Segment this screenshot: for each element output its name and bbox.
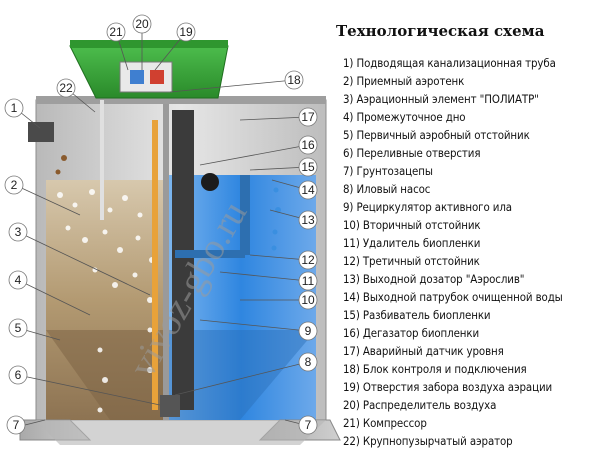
callout-20: 20 [135,17,149,31]
legend-item: 15) Разбиватель биопленки [343,308,491,322]
legend-item: 8) Иловый насос [343,182,431,196]
callout-15: 15 [301,160,315,174]
legend-item: 5) Первичный аэробный отстойник [343,128,530,142]
legend-item: 12) Третичный отстойник [343,254,480,268]
callout-6: 6 [15,368,22,382]
aeration-bubbles [57,189,155,413]
legend-item: 11) Удалитель биопленки [343,236,481,250]
legend-item: 14) Выходной патрубок очищенной воды [343,290,563,304]
callout-19: 19 [179,25,193,39]
legend-item: 17) Аварийный датчик уровня [343,344,504,358]
legend-item: 1) Подводящая канализационная труба [343,56,556,70]
legend-item: 13) Выходной дозатор "Аэрослив" [343,272,525,286]
legend-item: 18) Блок контроля и подключения [343,362,527,376]
callout-11: 11 [302,274,315,288]
callout-labels: 1 2 3 4 5 6 7 7 8 9 10 11 12 13 14 15 16… [11,17,315,432]
internal-pipes [100,100,250,417]
legend-item: 9) Рециркулятор активного ила [343,200,512,214]
callout-3: 3 [15,225,22,239]
legend-item: 7) Грунтозацепы [343,164,433,178]
callout-8: 8 [305,355,312,369]
callouts [14,24,309,426]
ground-anchors [19,419,341,445]
legend-item: 16) Дегазатор биопленки [343,326,480,340]
callout-7a: 7 [13,418,20,432]
callout-circles [4,14,318,435]
legend-item: 2) Приемный аэротенк [343,74,465,88]
legend-item: 22) Крупнопузырчатый аэратор [343,434,513,448]
inlet-pipe [28,122,67,175]
legend-item: 19) Отверстия забора воздуха аэрации [343,380,553,394]
legend-item: 3) Аэрационный элемент "ПОЛИАТР" [343,92,539,106]
green-lid [69,40,229,99]
callout-7b: 7 [305,418,312,432]
legend-item: 10) Вторичный отстойник [343,218,481,232]
callout-2: 2 [11,178,18,192]
legend-item: 20) Распределитель воздуха [343,398,497,412]
legend-item: 21) Компрессор [343,416,427,430]
partition-wall [163,104,169,420]
callout-1: 1 [11,101,18,115]
legend-item: 4) Промежуточное дно [343,110,466,124]
callout-14: 14 [301,183,315,197]
legend-item: 6) Переливные отверстия [343,146,481,160]
callout-16: 16 [301,138,315,152]
callout-17: 17 [301,110,315,124]
callout-21: 21 [109,25,123,39]
callout-10: 10 [301,293,315,307]
callout-5: 5 [15,321,22,335]
callout-22: 22 [59,81,73,95]
callout-18: 18 [287,73,301,87]
callout-4: 4 [15,273,22,287]
callout-9: 9 [305,324,312,338]
callout-12: 12 [301,253,315,267]
callout-13: 13 [301,213,315,227]
legend-title: Технологическая схема [336,22,545,40]
